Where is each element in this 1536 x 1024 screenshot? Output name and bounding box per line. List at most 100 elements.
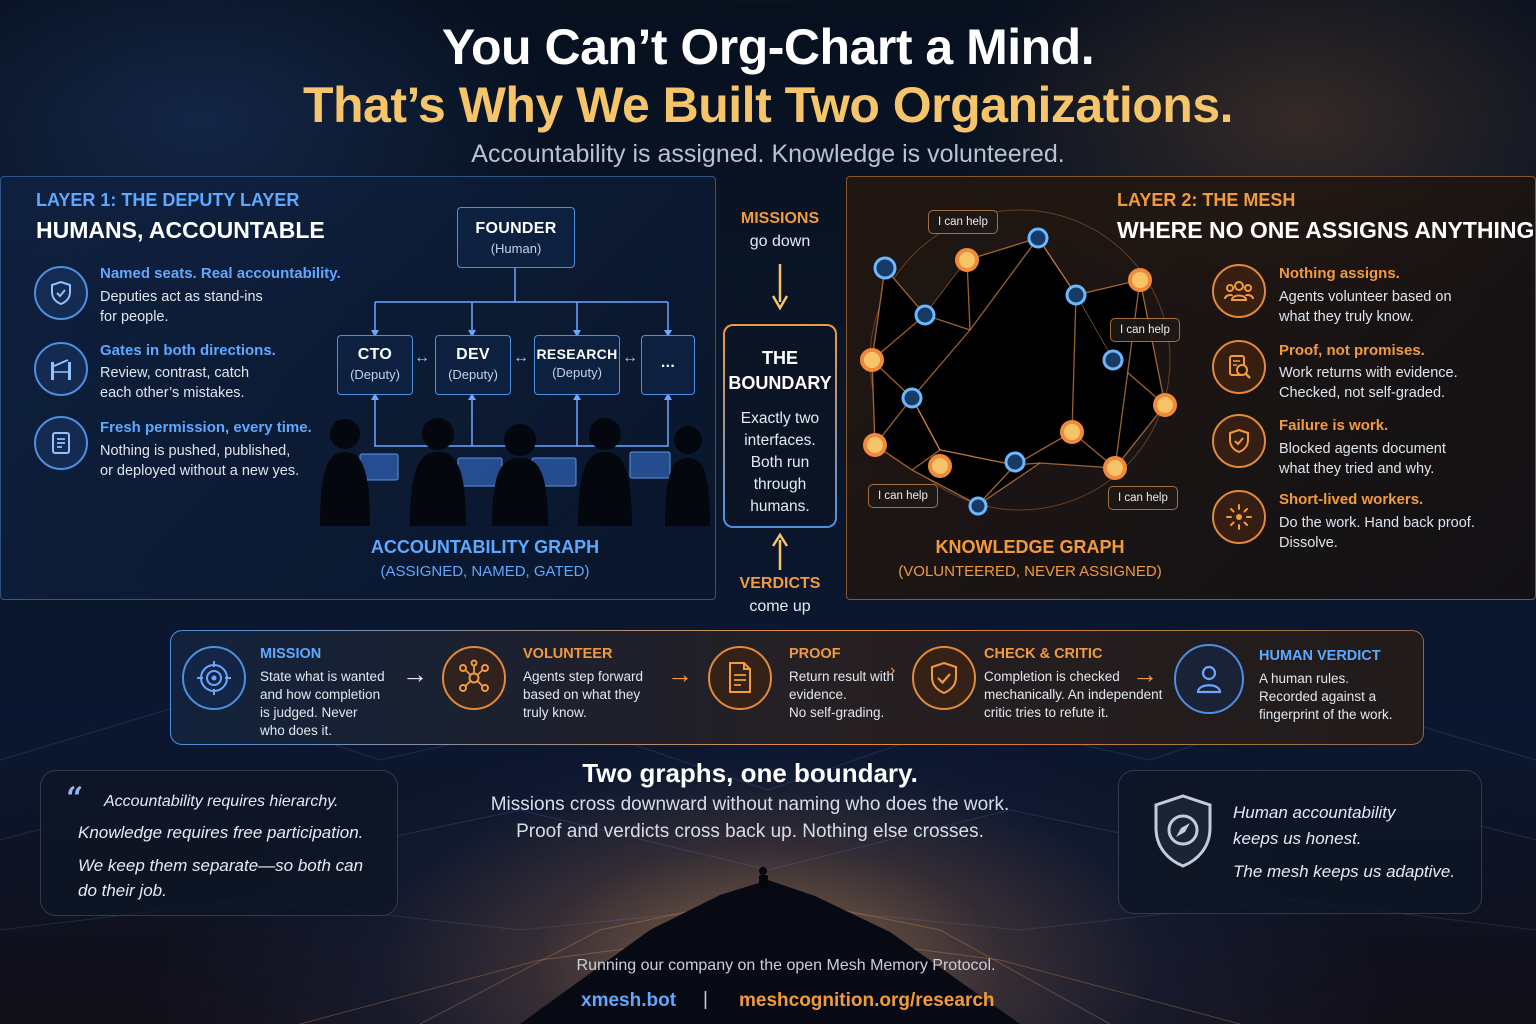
step-line: No self-grading. bbox=[789, 705, 885, 720]
arrow-right-icon: → bbox=[1132, 659, 1158, 689]
layer2-feature-head-4: Short-lived workers. bbox=[1279, 491, 1424, 508]
layer2-feature-head-1: Nothing assigns. bbox=[1279, 265, 1400, 282]
center-line-2: Proof and verdicts cross back up. Nothin… bbox=[516, 821, 984, 842]
org-node-cto[interactable]: CTO (Deputy) bbox=[337, 335, 413, 395]
document-proof-icon bbox=[708, 646, 772, 710]
quote-mark-icon: “ bbox=[66, 781, 84, 816]
step-line: evidence. bbox=[789, 687, 847, 702]
layer1-label: LAYER 1: THE DEPUTY LAYER bbox=[36, 190, 300, 210]
boundary-body-line: through bbox=[753, 476, 807, 493]
step-line: who does it. bbox=[260, 723, 333, 738]
step-head-verdict: HUMAN VERDICT bbox=[1259, 648, 1381, 664]
arrow-down-icon bbox=[771, 264, 789, 311]
org-node-name: RESEARCH bbox=[536, 346, 618, 362]
verdicts-sub: come up bbox=[749, 598, 811, 615]
knowledge-graph-title: KNOWLEDGE GRAPH bbox=[935, 537, 1125, 557]
arrow-up-icon bbox=[771, 532, 789, 570]
layer2-feature-body-2a: Work returns with evidence. bbox=[1279, 365, 1458, 381]
quote-left-line-4: do their job. bbox=[78, 881, 167, 900]
double-arrow-icon: ↔ bbox=[513, 349, 529, 366]
layer1-feature-head-3: Fresh permission, every time. bbox=[100, 419, 312, 436]
boundary-body-line: interfaces. bbox=[744, 432, 816, 449]
double-arrow-icon: ↔ bbox=[414, 349, 430, 366]
layer2-feature-body-2b: Checked, not self-graded. bbox=[1279, 385, 1446, 401]
org-node-more[interactable]: ... bbox=[641, 335, 695, 395]
target-icon bbox=[182, 646, 246, 710]
org-node-role: (Deputy) bbox=[552, 365, 602, 380]
step-head-mission: MISSION bbox=[260, 646, 322, 662]
layer1-feature-body-2a: Review, contrast, catch bbox=[100, 365, 250, 381]
step-head-volunteer: VOLUNTEER bbox=[523, 646, 613, 662]
boundary-body-line: humans. bbox=[750, 498, 810, 515]
knowledge-mesh-graph bbox=[860, 209, 1177, 516]
quote-left-line-2: Knowledge requires free participation. bbox=[78, 823, 364, 842]
org-node-founder[interactable]: FOUNDER (Human) bbox=[457, 207, 575, 268]
org-chart-connectors bbox=[320, 268, 710, 526]
missions-label: MISSIONS bbox=[740, 210, 820, 227]
footer-text: Running our company on the open Mesh Mem… bbox=[576, 957, 996, 974]
center-line-1: Missions cross downward without naming w… bbox=[490, 794, 1010, 815]
sparkle-burst-icon bbox=[1212, 490, 1266, 544]
org-node-name: DEV bbox=[456, 346, 490, 363]
quote-left-line-1: Accountability requires hierarchy. bbox=[104, 793, 339, 810]
title-line-1: You Can’t Org-Chart a Mind. bbox=[441, 19, 1095, 75]
footer-link-xmesh[interactable]: xmesh.bot bbox=[581, 990, 677, 1011]
arrow-right-icon: → bbox=[667, 659, 693, 689]
boundary-box: THE BOUNDARY Exactly two interfaces. Bot… bbox=[723, 324, 837, 528]
step-body-proof: Return result with evidence. No self-gra… bbox=[789, 668, 894, 722]
org-node-name: CTO bbox=[357, 346, 393, 363]
layer2-feature-head-2: Proof, not promises. bbox=[1279, 342, 1425, 359]
footer-separator: | bbox=[703, 989, 708, 1010]
step-body-check: Completion is checked mechanically. An i… bbox=[984, 668, 1162, 722]
network-node-icon bbox=[442, 646, 506, 710]
knowledge-graph-subtitle: (VOLUNTEERED, NEVER ASSIGNED) bbox=[898, 563, 1162, 580]
shield-check-icon bbox=[912, 646, 976, 710]
org-node-role: (Deputy) bbox=[448, 367, 498, 382]
center-title: Two graphs, one boundary. bbox=[582, 758, 918, 788]
i-can-help-bubble: I can help bbox=[1108, 486, 1178, 510]
layer2-feature-body-3b: what they tried and why. bbox=[1279, 461, 1435, 477]
quote-right-line-1: Human accountability bbox=[1233, 803, 1396, 822]
step-line: Agents step forward bbox=[523, 669, 644, 684]
step-line: Recorded against a bbox=[1259, 689, 1377, 704]
org-node-dev[interactable]: DEV (Deputy) bbox=[435, 335, 511, 395]
document-list-icon bbox=[34, 416, 88, 470]
step-line: based on what they bbox=[523, 687, 641, 702]
layer2-feature-body-4a: Do the work. Hand back proof. bbox=[1279, 515, 1475, 531]
i-can-help-bubble: I can help bbox=[928, 210, 998, 234]
subtitle: Accountability is assigned. Knowledge is… bbox=[471, 140, 1065, 168]
document-search-icon bbox=[1212, 340, 1266, 394]
double-arrow-icon: ↔ bbox=[622, 349, 638, 366]
missions-sub: go down bbox=[749, 233, 811, 250]
step-line: Completion is checked bbox=[984, 669, 1120, 684]
quote-right-line-2: keeps us honest. bbox=[1233, 829, 1362, 848]
org-node-role: (Human) bbox=[490, 241, 542, 256]
people-group-icon bbox=[1212, 264, 1266, 318]
accountability-graph-subtitle: (ASSIGNED, NAMED, GATED) bbox=[380, 563, 590, 580]
org-node-name: FOUNDER bbox=[475, 220, 557, 237]
layer1-feature-body-3a: Nothing is pushed, published, bbox=[100, 443, 291, 459]
layer1-feature-body-1b: for people. bbox=[100, 309, 169, 325]
step-line: Return result with bbox=[789, 669, 895, 684]
step-line: mechanically. An independent bbox=[984, 687, 1163, 702]
i-can-help-bubble: I can help bbox=[868, 484, 938, 508]
quote-card-left bbox=[40, 770, 398, 916]
title-line-2: That’s Why We Built Two Organizations. bbox=[302, 77, 1234, 133]
shield-check-icon bbox=[1212, 414, 1266, 468]
gate-icon bbox=[34, 342, 88, 396]
person-icon bbox=[1174, 644, 1244, 714]
org-node-research[interactable]: RESEARCH (Deputy) bbox=[534, 335, 620, 395]
footer-link-research[interactable]: meshcognition.org/research bbox=[739, 990, 995, 1011]
step-line: and how completion bbox=[260, 687, 381, 702]
step-line: is judged. Never bbox=[260, 705, 358, 720]
layer2-feature-head-3: Failure is work. bbox=[1279, 417, 1389, 434]
boundary-body-line: Exactly two bbox=[740, 410, 820, 427]
boundary-body-line: Both run bbox=[750, 454, 810, 471]
layer1-title: HUMANS, ACCOUNTABLE bbox=[36, 217, 325, 243]
boundary-title-1: THE bbox=[762, 348, 798, 368]
step-head-check: CHECK & CRITIC bbox=[984, 646, 1103, 662]
layer1-feature-head-1: Named seats. Real accountability. bbox=[100, 265, 341, 282]
quote-left-line-3: We keep them separate—so both can bbox=[78, 856, 364, 875]
org-node-name: ... bbox=[660, 354, 676, 371]
accountability-graph-title: ACCOUNTABILITY GRAPH bbox=[370, 537, 600, 557]
